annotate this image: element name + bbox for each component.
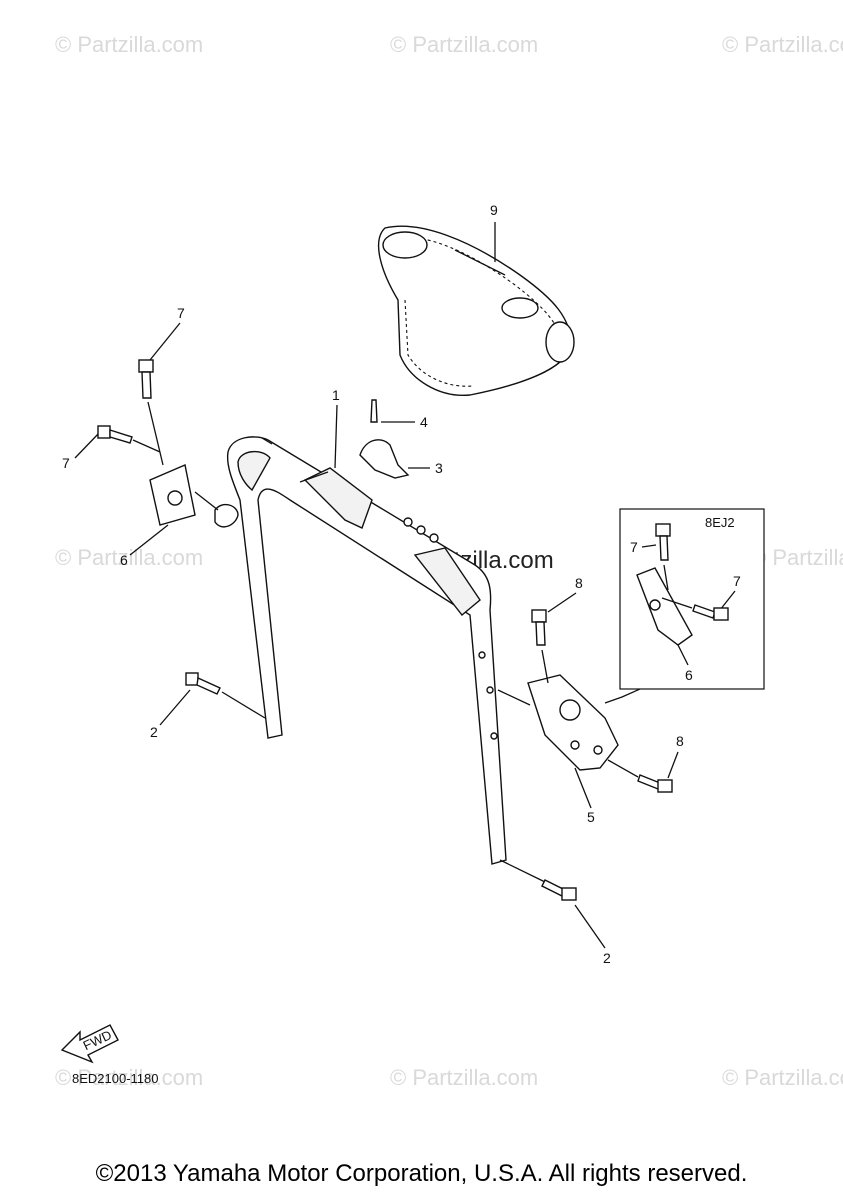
rivet-and-clip: 4 3 — [359, 399, 443, 479]
watermark-layer: © Partzilla.com © Partzilla.com © Partzi… — [55, 32, 843, 1090]
callout-8-lower: 8 — [676, 733, 684, 749]
watermark-mid-left: © Partzilla.com — [55, 545, 203, 570]
upper-left-bolts: 7 7 — [62, 305, 185, 471]
inset-label: 8EJ2 — [705, 515, 735, 530]
callout-5: 5 — [587, 809, 595, 825]
callout-3: 3 — [435, 460, 443, 476]
watermark-mid-right: © Partzilla.com — [750, 545, 843, 570]
handlebar: 1 — [226, 387, 507, 865]
left-bracket: 6 — [120, 464, 239, 568]
callout-1: 1 — [332, 387, 340, 403]
watermark-top-left: © Partzilla.com — [55, 32, 203, 57]
handlebar-pad: 9 — [377, 202, 575, 396]
callout-7-top: 7 — [177, 305, 185, 321]
watermark-bottom-left: © Partzilla.com — [55, 1065, 203, 1090]
watermark-bottom-center: © Partzilla.com — [390, 1065, 538, 1090]
callout-8-upper: 8 — [575, 575, 583, 591]
callout-4: 4 — [420, 414, 428, 430]
watermark-top-center: © Partzilla.com — [390, 32, 538, 57]
callout-2-left: 2 — [150, 724, 158, 740]
fwd-arrow: FWD — [60, 1024, 119, 1064]
callout-6-inset: 6 — [685, 667, 693, 683]
lower-right-bolt: 2 — [499, 859, 611, 966]
callout-9: 9 — [490, 202, 498, 218]
callout-6-left: 6 — [120, 552, 128, 568]
callout-7-inset-top: 7 — [630, 539, 638, 555]
watermark-top-right: © Partzilla.com — [722, 32, 843, 57]
callout-7-inset-right: 7 — [733, 573, 741, 589]
diagram-code: 8ED2100-1180 — [72, 1071, 159, 1086]
right-bracket: 5 8 8 — [497, 575, 684, 825]
copyright-notice: ©2013 Yamaha Motor Corporation, U.S.A. A… — [95, 1160, 748, 1187]
callout-7-left: 7 — [62, 455, 70, 471]
callout-2-right: 2 — [603, 950, 611, 966]
inset-variant-box: 8EJ2 7 7 6 — [604, 508, 765, 704]
lower-left-bolt: 2 — [150, 672, 266, 740]
watermark-bottom-right: © Partzilla.com — [722, 1065, 843, 1090]
